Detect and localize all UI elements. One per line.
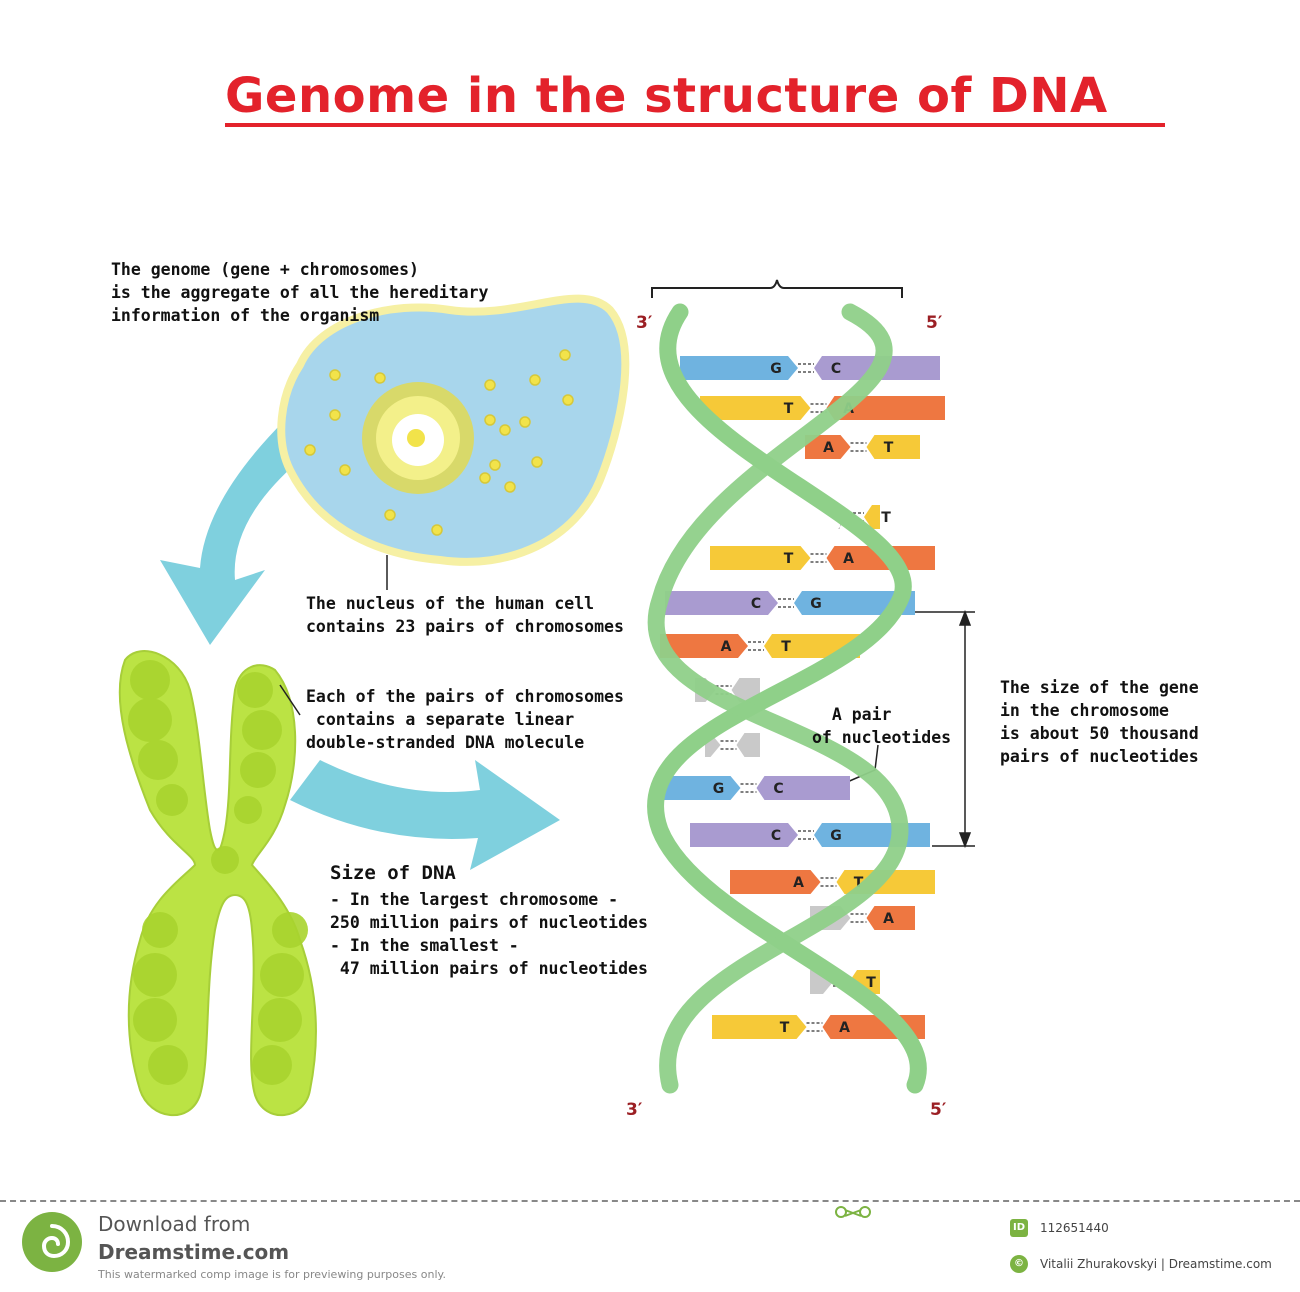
nucleotide-left <box>730 870 821 894</box>
nucleotide-right <box>756 776 850 800</box>
base-pair-9 <box>705 733 760 757</box>
base-label-right: G <box>810 596 822 612</box>
helix-strand-1 <box>647 303 927 1094</box>
base-label-left: T <box>784 401 794 417</box>
title-underline <box>225 123 1165 127</box>
nucleotide-right <box>731 678 760 702</box>
base-label-right: A <box>839 1020 850 1036</box>
author-credit: Vitalii Zhurakovskyi | Dreamstime.com <box>1040 1257 1272 1271</box>
base-label-left: T <box>784 551 794 567</box>
footer-disclaimer: This watermarked comp image is for previ… <box>98 1268 446 1281</box>
nucleotide-right <box>794 591 915 615</box>
genome-note: The genome (gene + chromosomes) is the a… <box>111 260 489 325</box>
base-label-right: C <box>773 781 783 797</box>
dna-size-body: - In the largest chromosome - 250 millio… <box>330 890 648 978</box>
nucleus-note: The nucleus of the human cell contains 2… <box>306 594 624 636</box>
base-label-right: T <box>781 639 791 655</box>
copyright-icon: © <box>1010 1255 1028 1273</box>
dna-size-heading: Size of DNA <box>330 862 456 884</box>
base-label-left: C <box>751 596 761 612</box>
page-title: Genome in the structure of DNA <box>225 68 1108 124</box>
base-label-left: A <box>721 639 732 655</box>
base-label-left: C <box>771 828 781 844</box>
id-badge: ID <box>1010 1219 1028 1237</box>
nucleotide-left <box>712 1015 807 1039</box>
chromosome-pairs-note: Each of the pairs of chromosomes contain… <box>306 687 624 752</box>
end-label-bottom-right: 5′ <box>930 1100 947 1120</box>
arrow-chromosome-to-dna <box>290 760 560 870</box>
nucleotide-left <box>700 396 811 420</box>
image-id: 112651440 <box>1040 1221 1109 1235</box>
footer-site[interactable]: Dreamstime.com <box>98 1240 290 1264</box>
base-label-left: A <box>793 875 804 891</box>
base-label-right: T <box>881 510 891 526</box>
dreamstime-logo-icon <box>22 1212 82 1272</box>
nucleotide-left <box>660 634 748 658</box>
nucleotide-left <box>710 546 811 570</box>
base-label-right: G <box>830 828 842 844</box>
base-label-left: A <box>823 440 834 456</box>
nucleotide-right <box>866 906 915 930</box>
nucleotide-left <box>680 356 798 380</box>
arrow-cell-to-chromosome <box>160 420 300 645</box>
base-label-right: C <box>831 361 841 377</box>
end-label-bottom-left: 3′ <box>626 1100 643 1120</box>
nucleotide-right <box>736 733 760 757</box>
nucleotide-left <box>690 823 798 847</box>
nucleotide-left <box>655 776 741 800</box>
base-label-right: T <box>866 975 876 991</box>
gene-size-bracket <box>914 609 975 849</box>
chromosome-beads <box>128 660 308 1085</box>
footer-divider <box>0 1200 1300 1202</box>
scissors-icon <box>833 1204 873 1222</box>
cell-granules <box>304 349 574 536</box>
nucleotide-right <box>864 505 880 529</box>
nucleotide-left <box>665 591 778 615</box>
pairs-leader-line <box>279 684 301 716</box>
end-label-top-right: 5′ <box>926 313 943 333</box>
base-label-right: T <box>854 875 864 891</box>
end-label-top-left: 3′ <box>636 313 653 333</box>
helix-strand-2 <box>647 303 909 1094</box>
nucleolus <box>407 429 425 447</box>
cell-illustration <box>277 294 630 566</box>
base-label-right: A <box>843 551 854 567</box>
gene-size-note: The size of the gene in the chromosome i… <box>1000 678 1199 766</box>
nucleotide-right <box>866 435 920 459</box>
base-label-left: G <box>713 781 725 797</box>
base-label-right: A <box>883 911 894 927</box>
nucleotide-left <box>805 435 851 459</box>
top-brace <box>651 279 903 298</box>
base-label-left: G <box>770 361 782 377</box>
base-label-right: T <box>884 440 894 456</box>
nucleotide-pair-note: A pair of nucleotides <box>812 705 952 747</box>
footer-download: Download from <box>98 1212 251 1236</box>
chromosome-illustration <box>118 650 317 1117</box>
base-label-left: T <box>780 1020 790 1036</box>
